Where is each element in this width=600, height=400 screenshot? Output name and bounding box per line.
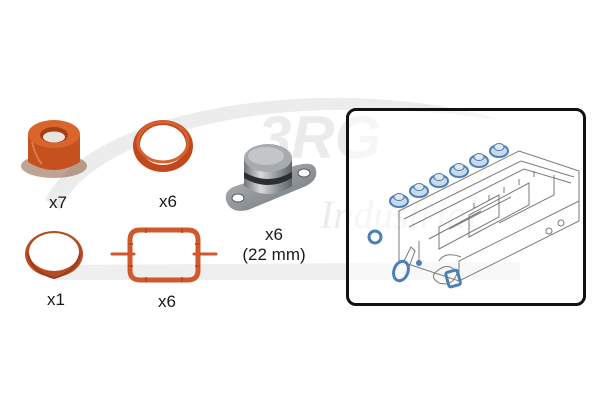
intake-manifold-diagram	[367, 143, 580, 289]
manifold-gasket-quantity: x6	[158, 292, 176, 311]
flanged-seal-image	[21, 120, 87, 178]
ring-seal-thick-image	[133, 120, 193, 172]
flanged-seal-quantity: x7	[49, 193, 67, 212]
installation-diagram-frame	[346, 108, 586, 306]
blanking-plug-quantity: x6	[265, 225, 283, 244]
manifold-gasket-image	[110, 227, 218, 283]
ring-seal-thick-quantity: x6	[159, 192, 177, 211]
blanking-plug-image	[225, 144, 317, 211]
ring-seal-thin-quantity: x1	[47, 290, 65, 309]
ring-seal-thin-image	[25, 231, 83, 280]
blanking-plug-size: (22 mm)	[242, 245, 306, 264]
